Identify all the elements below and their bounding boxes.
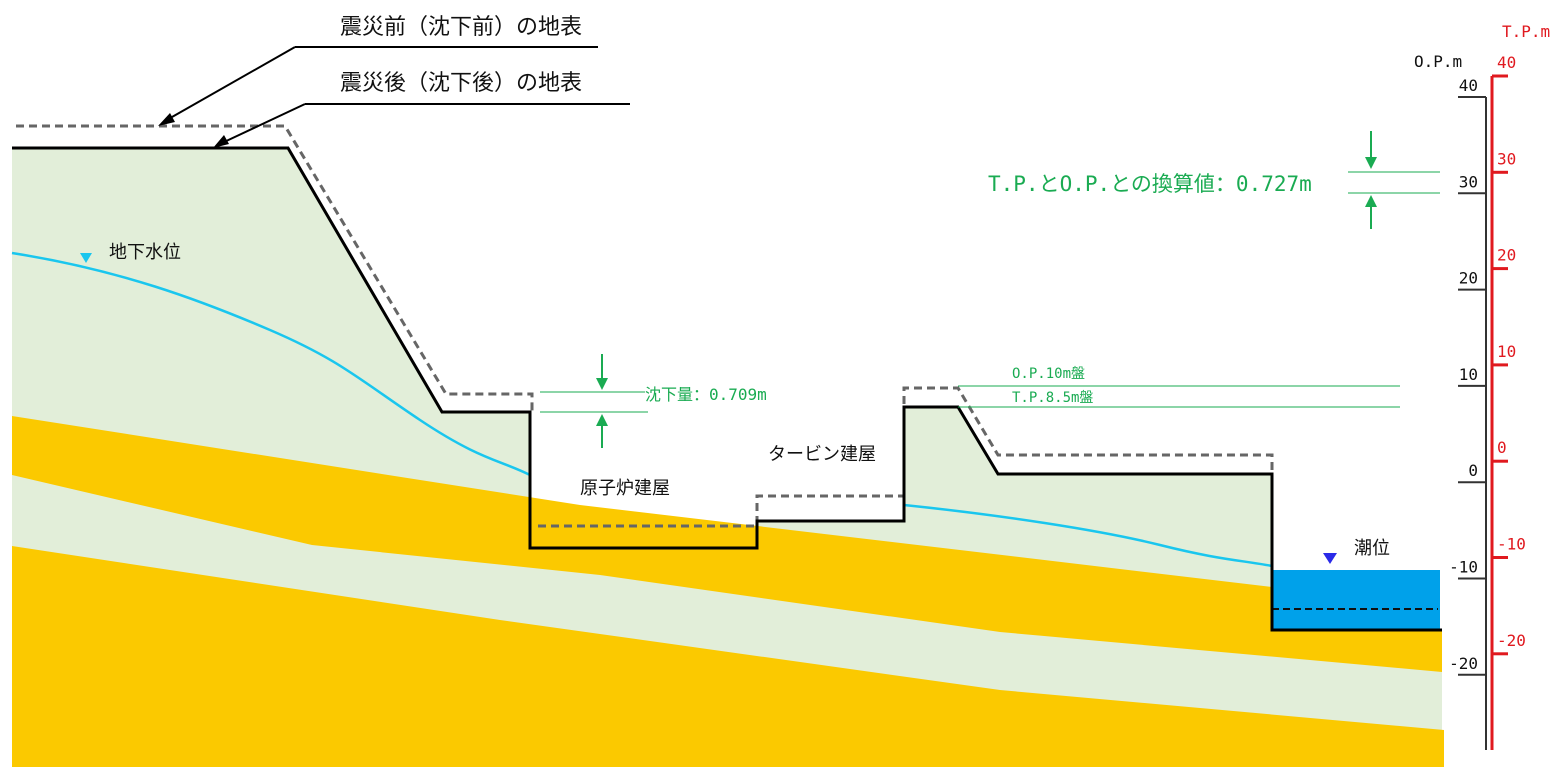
subsidence-label: 沈下量：0.709m (645, 385, 767, 404)
op-axis-unit: O.P.m (1414, 52, 1462, 71)
tp-platform-label: T.P.8.5m盤 (1012, 390, 1093, 406)
conversion-arrowhead-up (1365, 195, 1377, 207)
tide-marker-icon (1323, 553, 1337, 564)
op-axis-ticks: 40 30 20 10 0 -10 -20 (1449, 76, 1486, 676)
op-tick-label: -20 (1449, 654, 1478, 673)
groundwater-line-right (903, 503, 1273, 568)
tide-level-label: 潮位 (1354, 538, 1390, 559)
tp-tick-label: -10 (1497, 535, 1526, 554)
groundwater-label: 地下水位 (109, 242, 181, 263)
legend-after-leader (221, 103, 306, 144)
op-tick-label: -10 (1449, 558, 1478, 577)
op-tick-label: 20 (1459, 269, 1478, 288)
reactor-floor-before-line (538, 494, 904, 528)
tp-tick-label: 10 (1497, 342, 1516, 361)
turbine-building-label: タービン建屋 (768, 444, 876, 465)
legend-before-label: 震災前（沈下前）の地表 (340, 15, 582, 40)
legend-after-label: 震災後（沈下後）の地表 (340, 71, 582, 96)
tp-axis-unit: T.P.m (1502, 22, 1550, 41)
legend-after-arrowhead (213, 135, 229, 148)
soil-yellow-layer-upper (12, 416, 1442, 672)
turbine-surface-before-line (902, 386, 1274, 474)
tp-tick-label: 40 (1497, 53, 1516, 72)
tp-tick-label: 20 (1497, 246, 1516, 265)
tp-tick-label: 0 (1497, 438, 1507, 457)
sea-water (1272, 570, 1440, 630)
soil-yellow-layer-lower (12, 546, 1444, 767)
legend-before-arrowhead (158, 113, 175, 126)
surface-after-line (12, 146, 1442, 632)
op-platform-label: O.P.10m盤 (1012, 366, 1085, 382)
tp-tick-label: 30 (1497, 149, 1516, 168)
op-tick-label: 10 (1459, 365, 1478, 384)
groundwater-line-left (11, 251, 531, 477)
subsidence-arrowhead-up (596, 414, 608, 426)
op-tick-label: 40 (1459, 76, 1478, 95)
legend-before-leader (164, 46, 296, 122)
reactor-building-label: 原子炉建屋 (580, 478, 670, 499)
op-tick-label: 30 (1459, 172, 1478, 191)
op-tick-label: 0 (1468, 461, 1478, 480)
tp-tick-label: -20 (1497, 631, 1526, 650)
groundwater-marker-icon (80, 253, 92, 263)
subsidence-arrowhead-down (596, 378, 608, 390)
conversion-arrowhead-down (1365, 157, 1377, 169)
tp-axis-ticks: 40 30 20 10 0 -10 -20 (1492, 53, 1526, 656)
conversion-label: T.P.とO.P.との換算値：0.727m (988, 172, 1312, 196)
